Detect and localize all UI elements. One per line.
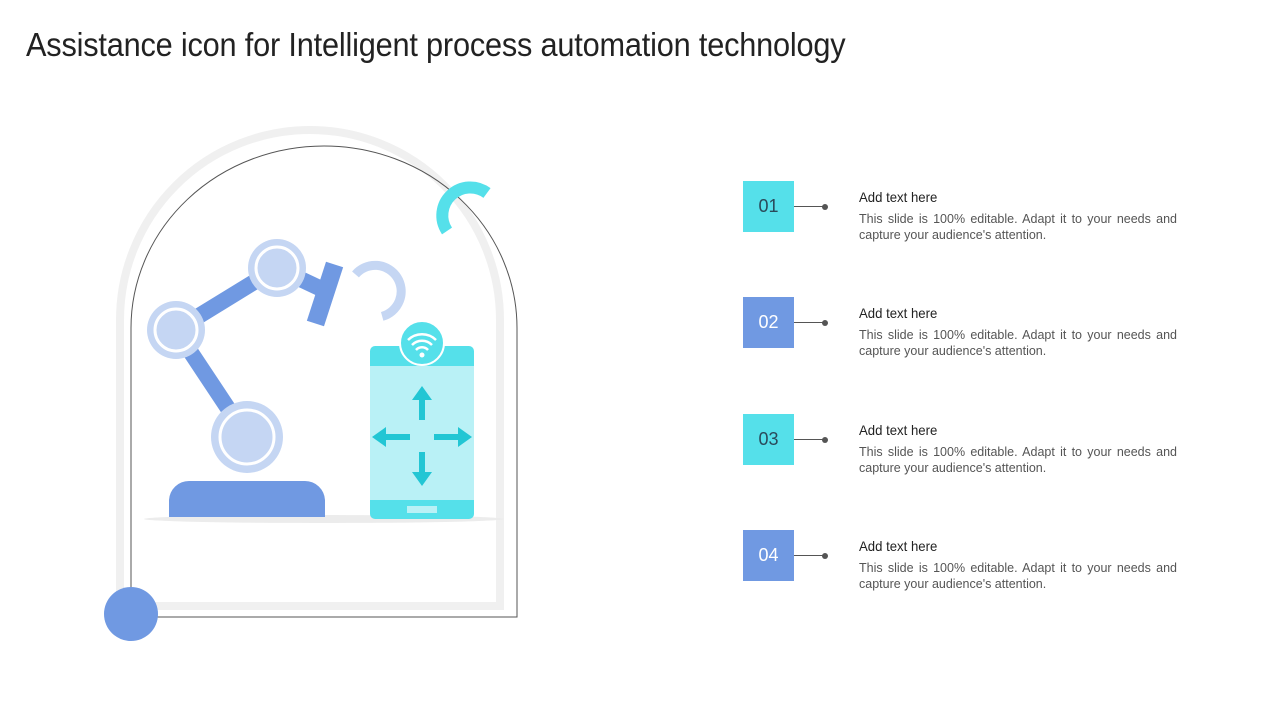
wifi-icon xyxy=(399,320,445,366)
connector-line xyxy=(794,322,824,323)
list-item-01: 01 Add text here This slide is 100% edit… xyxy=(743,181,1193,242)
list-item-04: 04 Add text here This slide is 100% edit… xyxy=(743,530,1193,591)
corner-dot xyxy=(104,587,158,641)
tablet-icon xyxy=(370,320,474,519)
connector-dot xyxy=(822,203,828,210)
connector-line xyxy=(794,555,824,556)
number-badge: 01 xyxy=(743,181,794,232)
number-badge: 04 xyxy=(743,530,794,581)
item-body: This slide is 100% editable. Adapt it to… xyxy=(859,328,1177,358)
item-heading: Add text here xyxy=(859,305,938,321)
slide-title: Assistance icon for Intelligent process … xyxy=(26,26,846,63)
connector-line xyxy=(794,439,824,440)
corner-arc xyxy=(436,181,491,235)
item-heading: Add text here xyxy=(859,189,938,205)
move-arrows-icon xyxy=(372,386,472,486)
robot-base xyxy=(169,480,325,517)
item-body: This slide is 100% editable. Adapt it to… xyxy=(859,212,1177,242)
connector-dot xyxy=(822,552,828,559)
list-item-03: 03 Add text here This slide is 100% edit… xyxy=(743,414,1193,475)
connector-dot xyxy=(822,319,828,326)
connector-line xyxy=(794,206,824,207)
robot-arm-icon xyxy=(147,239,406,517)
item-heading: Add text here xyxy=(859,422,938,438)
number-badge: 02 xyxy=(743,297,794,348)
item-body: This slide is 100% editable. Adapt it to… xyxy=(859,445,1177,475)
connector-dot xyxy=(822,436,828,443)
number-badge: 03 xyxy=(743,414,794,465)
arch-outline xyxy=(130,145,518,618)
item-body: This slide is 100% editable. Adapt it to… xyxy=(859,561,1177,591)
list-item-02: 02 Add text here This slide is 100% edit… xyxy=(743,297,1193,358)
item-heading: Add text here xyxy=(859,538,938,554)
